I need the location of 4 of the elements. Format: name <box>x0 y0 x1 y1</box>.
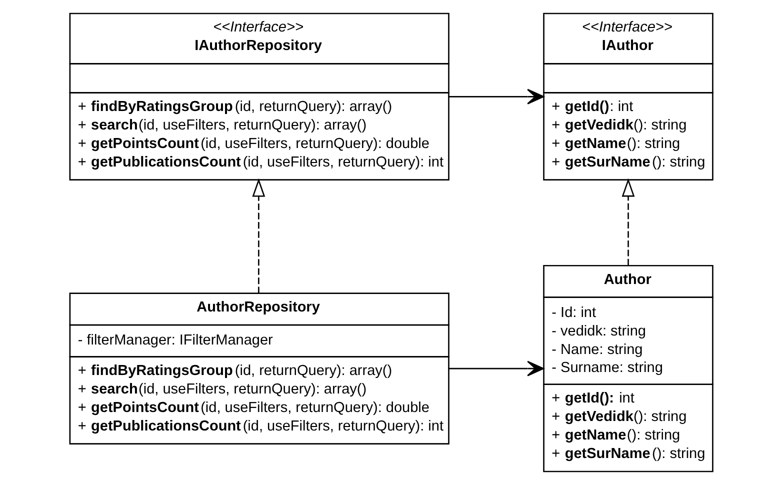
arrow <box>448 360 544 376</box>
arrow <box>621 178 634 266</box>
arrow <box>252 178 265 294</box>
arrow <box>448 88 544 104</box>
